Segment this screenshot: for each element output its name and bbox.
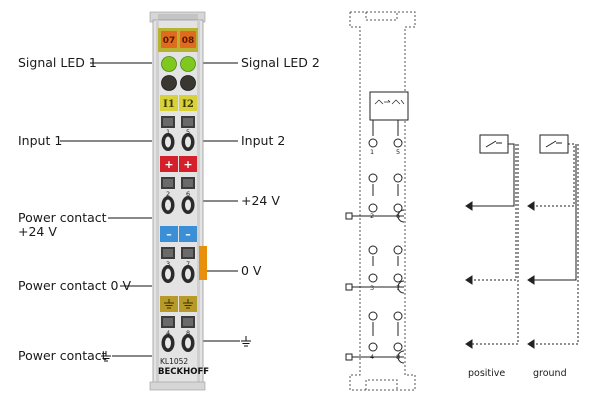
channel-label-i1-text: I1 [163,99,175,110]
ground-symbol-right [241,336,251,347]
label-power-contact-24v-line2: +24 V [18,224,57,239]
schematic-terminal-7 [393,273,403,283]
terminal-number-4: 4 [166,329,170,337]
label-power-contact-0v: Power contact 0 V [18,278,131,293]
brand-label: BECKHOFF [158,367,209,377]
plus-marker-right [179,156,197,172]
caption-positive: positive [468,368,505,379]
schematic-terminal-3 [368,273,378,283]
label-plus-24v: +24 V [241,193,280,208]
led-label-07 [161,31,177,48]
label-input-2: Input 2 [241,133,285,148]
led-label-07-text: 07 [163,36,176,46]
terminal-point-1[interactable]: 1 [161,116,175,151]
ground-marker-left [160,296,178,312]
terminal-number-7: 7 [186,260,190,268]
led-off-2-icon [180,75,196,91]
label-power-contact-24v-line1: Power contact [18,210,107,225]
power-rails [345,209,405,364]
minus-marker-right [179,226,197,242]
schematic-number-1: 1 [370,148,374,156]
ground-marker-right [179,296,197,312]
terminal-number-5: 5 [186,128,190,136]
schematic-wiring [372,120,399,336]
positive-switch-circuit [465,134,519,349]
schematic-outline [349,11,416,391]
channel-label-i1 [160,95,178,111]
terminal-point-8[interactable]: 8 [181,316,195,352]
label-signal-led-2: Signal LED 2 [241,55,320,70]
channel-label-i2-text: I2 [182,99,194,110]
terminal-number-3: 3 [166,260,170,268]
schematic-terminal-2 [368,203,378,213]
schematic-terminal-4 [368,342,378,352]
caption-ground: ground [533,368,567,379]
minus-sign-right: – [185,228,191,241]
ground-symbol-left [101,351,111,362]
label-power-contact-ground: Power contact [18,348,107,363]
schematic-terminals [368,138,403,352]
ground-marker-right-icon [183,299,193,309]
terminal-number-2: 2 [166,190,170,198]
label-input-1: Input 1 [18,133,62,148]
schematic-number-3: 3 [370,284,374,292]
minus-sign-left: – [166,228,172,241]
input-electronics-box [369,91,409,121]
label-power-contact-24v: Power contact +24 V [18,210,111,239]
schematic-terminal-1 [368,138,378,148]
led-label-08-text: 08 [182,36,195,46]
schematic-terminal-6 [393,203,403,213]
signal-led-2-icon [180,56,196,72]
schematic-number-5: 5 [396,148,400,156]
terminal-number-1: 1 [166,128,170,136]
model-label: KL1052 [160,357,188,366]
terminal-number-8: 8 [186,329,190,337]
label-zero-v: 0 V [241,263,262,278]
terminal-point-3[interactable]: 3 [161,247,175,283]
schematic-terminal-5 [393,138,403,148]
terminal-point-2[interactable]: 2 [161,177,175,214]
terminal-number-6: 6 [186,190,190,198]
terminal-module: 07 08 I1 I2 1 5 + + [149,11,209,391]
plus-marker-left [160,156,178,172]
label-signal-led-1: Signal LED 1 [18,55,97,70]
signal-led-1-icon [161,56,177,72]
led-off-1-icon [161,75,177,91]
minus-marker-left [160,226,178,242]
terminal-point-7[interactable]: 7 [181,247,195,283]
led-label-08 [180,31,196,48]
optocoupler-icon [374,99,405,105]
channel-label-i2 [179,95,197,111]
terminal-point-4[interactable]: 4 [161,316,175,352]
ground-switch-circuit [527,134,579,349]
plus-sign-right: + [183,158,192,171]
terminal-point-6[interactable]: 6 [181,177,195,214]
ground-marker-left-icon [164,299,174,309]
plus-sign-left: + [164,158,173,171]
power-contact-orange [199,246,207,280]
schematic-terminal-8 [393,342,403,352]
terminal-body [152,19,204,385]
terminal-point-5[interactable]: 5 [181,116,195,151]
